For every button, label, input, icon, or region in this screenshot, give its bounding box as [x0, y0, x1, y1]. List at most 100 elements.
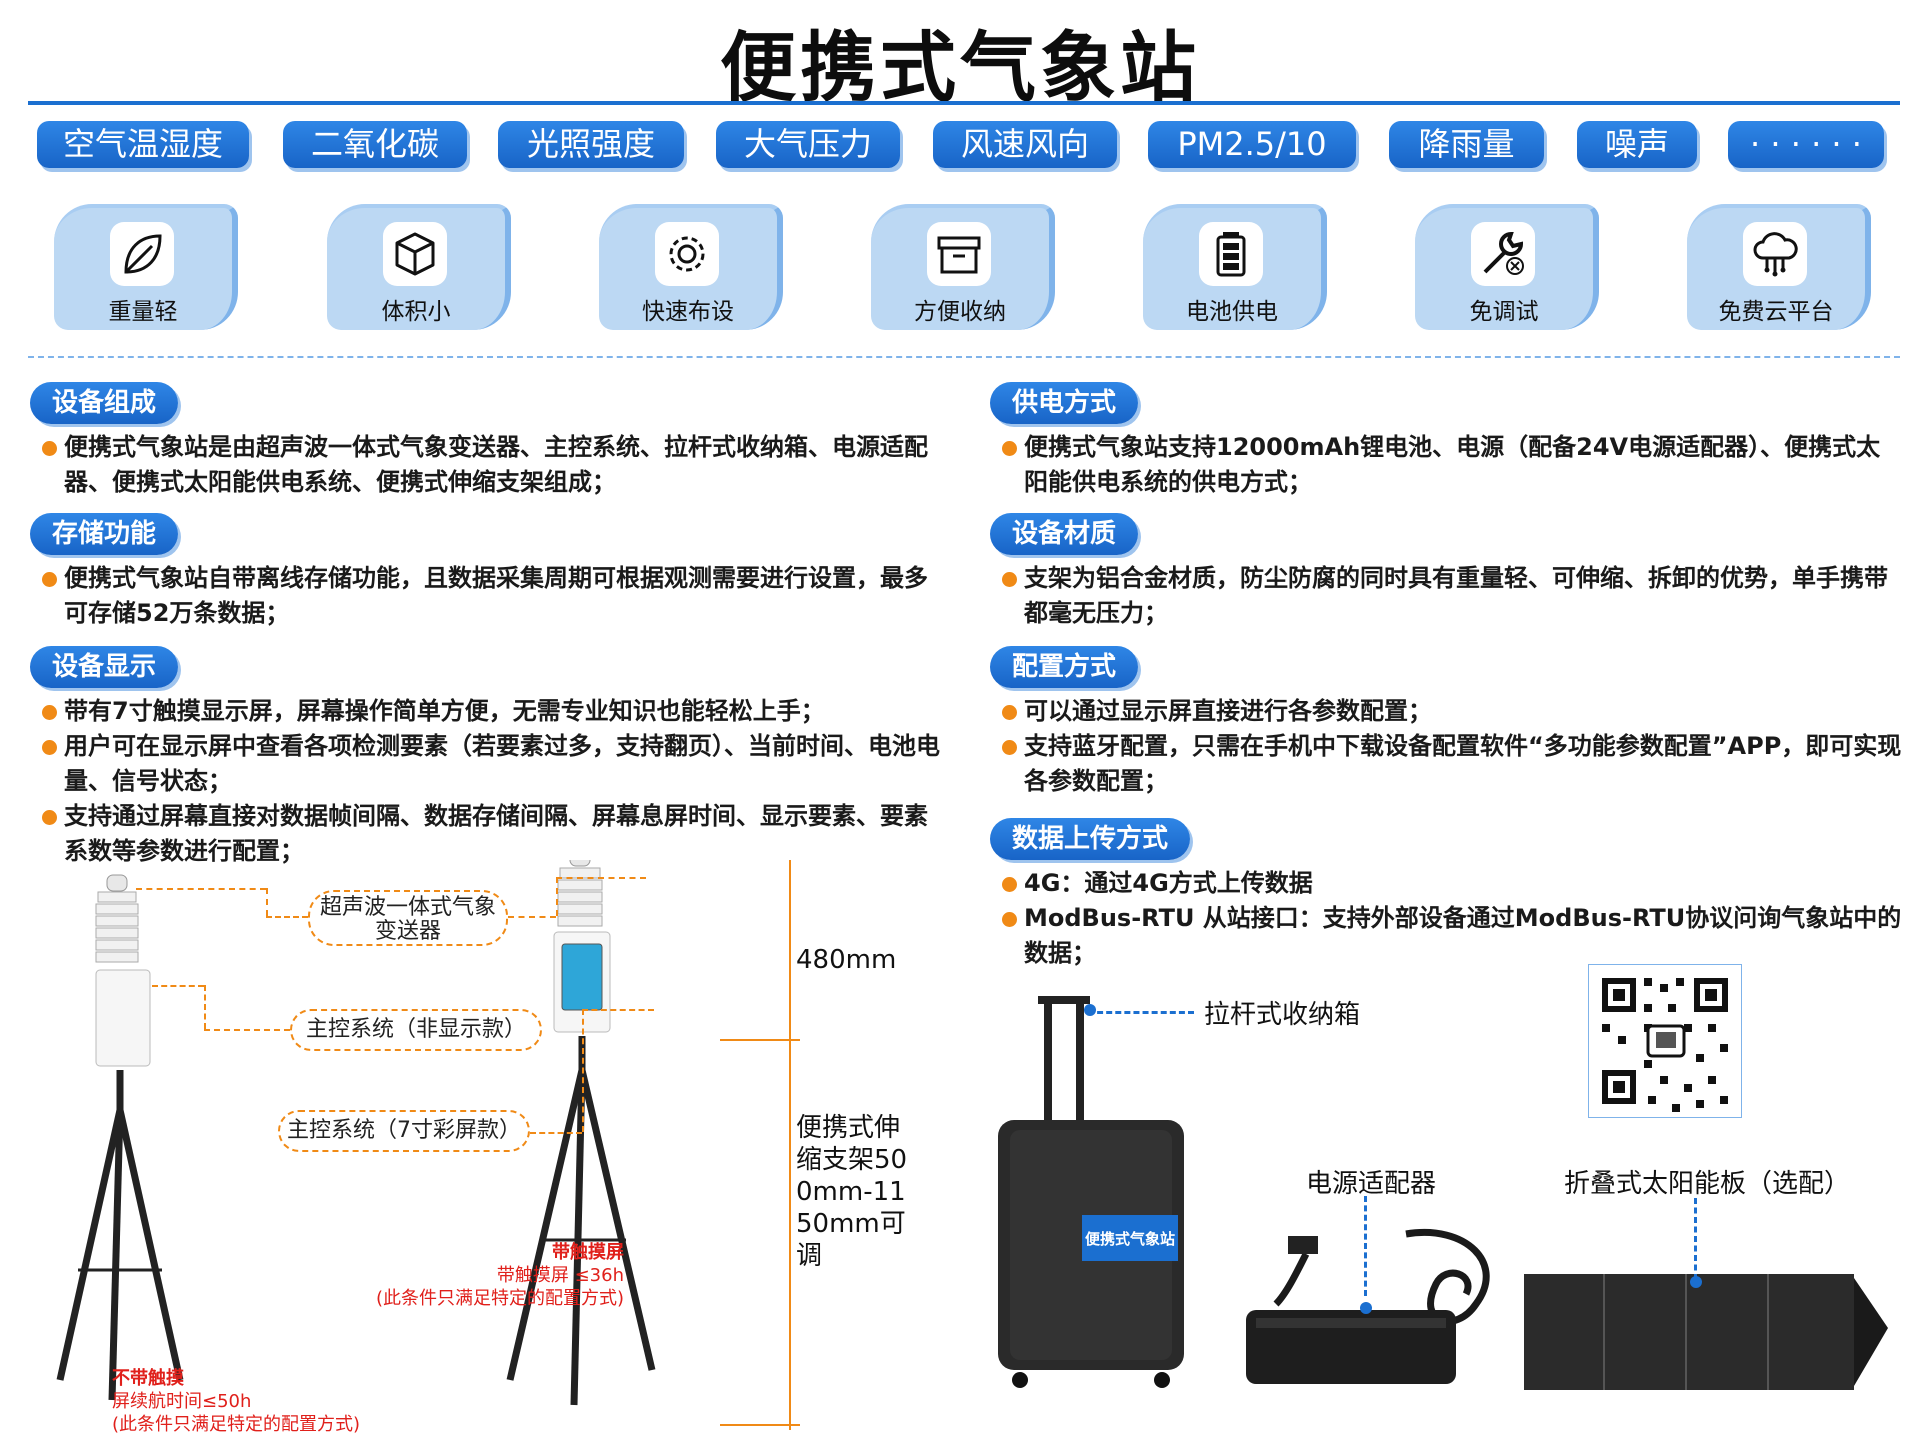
list-item: 带有7寸触摸显示屏，屏幕操作简单方便，无需专业知识也能轻松上手； [42, 694, 942, 729]
list-item: 便携式气象站是由超声波一体式气象变送器、主控系统、拉杆式收纳箱、电源适配器、便携… [42, 430, 942, 500]
param-pill-wind: 风速风向 [933, 121, 1117, 168]
feature-label: 免费云平台 [1718, 299, 1834, 325]
touch-title: 带触摸屏 [552, 1242, 624, 1263]
cloud-icon [1743, 222, 1807, 286]
feature-card-storage: 方便收纳 [871, 204, 1055, 330]
config-list: 可以通过显示屏直接进行各参数配置； 支持蓝牙配置，只需在手机中下载设备配置软件“… [1002, 694, 1902, 799]
connector-line [582, 1009, 654, 1011]
weather-station-diagram [56, 860, 800, 1430]
tag-config: 配置方式 [990, 646, 1139, 688]
solar-label: 折叠式太阳能板（选配） [1564, 1169, 1851, 1199]
connector-line [266, 916, 308, 918]
tag-display: 设备显示 [30, 646, 179, 688]
feature-card-battery: 电池供电 [1143, 204, 1327, 330]
sensor-head-right [557, 860, 603, 927]
param-pill-pressure: 大气压力 [716, 121, 900, 168]
feature-label: 方便收纳 [914, 299, 1006, 325]
tag-power: 供电方式 [990, 382, 1139, 424]
suitcase-label: 拉杆式收纳箱 [1204, 1000, 1361, 1030]
feature-label: 体积小 [381, 299, 451, 325]
feature-card-quick-setup: 快速布设 [599, 204, 783, 330]
leaf-icon [110, 222, 174, 286]
list-item: 支持蓝牙配置，只需在手机中下载设备配置软件“多功能参数配置”APP，即可实现各参… [1002, 729, 1902, 799]
feature-label: 重量轻 [108, 299, 178, 325]
solar-pointer [1694, 1198, 1697, 1280]
feature-label: 快速布设 [642, 299, 734, 325]
tag-material: 设备材质 [990, 513, 1139, 555]
touch-note: (此条件只满足特定的配置方式) [375, 1288, 624, 1309]
adapter-pointer [1364, 1196, 1367, 1296]
upload-list: 4G：通过4G方式上传数据 ModBus-RTU 从站接口：支持外部设备通过Mo… [1002, 866, 1902, 971]
touch-endurance: 带触摸屏 ≤36h [496, 1265, 624, 1286]
connector-line [204, 1029, 290, 1031]
notouch-endurance: 屏续航时间≤50h [112, 1391, 252, 1412]
param-pill-pm: PM2.5/10 [1148, 121, 1356, 168]
feature-card-small: 体积小 [327, 204, 511, 330]
suitcase-image: 便携式气象站 [998, 996, 1184, 1388]
list-item: 可以通过显示屏直接进行各参数配置； [1002, 694, 1902, 729]
param-pill-temp-humidity: 空气温湿度 [37, 121, 249, 168]
notouch-title: 不带触摸 [112, 1368, 184, 1389]
power-list: 便携式气象站支持12000mAh锂电池、电源（配备24V电源适配器）、便携式太阳… [1002, 430, 1902, 500]
list-item: 用户可在显示屏中查看各项检测要素（若要素过多，支持翻页）、当前时间、电池电量、信… [42, 729, 942, 799]
adapter-label: 电源适配器 [1306, 1169, 1437, 1199]
connector-line [582, 1009, 584, 1132]
list-item: 4G：通过4G方式上传数据 [1002, 866, 1902, 901]
feature-card-cloud: 免费云平台 [1687, 204, 1871, 330]
param-pill-rain: 降雨量 [1389, 121, 1544, 168]
param-pill-co2: 二氧化碳 [283, 121, 467, 168]
connector-line [266, 888, 268, 916]
list-item: 支架为铝合金材质，防尘防腐的同时具有重量轻、可伸缩、拆卸的优势，单手携带都毫无压… [1002, 561, 1902, 631]
page-title: 便携式气象站 [720, 23, 1200, 112]
connector-line [204, 985, 206, 1029]
cube-icon [383, 222, 447, 286]
controller-box-left [95, 969, 151, 1067]
connector-line [530, 1132, 582, 1134]
callout-main-nodisplay: 主控系统（非显示款） [290, 1009, 542, 1051]
tripod-range-label: 便携式伸缩支架500mm-1150mm可调 [796, 1113, 908, 1271]
connector-line [136, 888, 266, 890]
tag-storage: 存储功能 [30, 513, 179, 555]
callout-sensor: 超声波一体式气象变送器 [308, 890, 508, 946]
storage-list: 便携式气象站自带离线存储功能，且数据采集周期可根据观测需要进行设置，最多可存储5… [42, 561, 942, 631]
param-pill-noise: 噪声 [1577, 121, 1697, 168]
height-scale [720, 860, 800, 1430]
tripod-left [56, 1070, 184, 1401]
display-list: 带有7寸触摸显示屏，屏幕操作简单方便，无需专业知识也能轻松上手； 用户可在显示屏… [42, 694, 942, 869]
callout-main-display: 主控系统（7寸彩屏款） [278, 1110, 530, 1152]
suitcase-print: 便携式气象站 [1085, 1230, 1175, 1248]
battery-icon [1199, 222, 1263, 286]
list-item: ModBus-RTU 从站接口：支持外部设备通过ModBus-RTU协议问询气象… [1002, 901, 1902, 971]
param-pill-more: · · · · · · [1728, 121, 1884, 168]
height-label: 480mm [796, 945, 897, 975]
sensor-head-left [95, 874, 139, 963]
feature-card-no-debug: 免调试 [1415, 204, 1599, 330]
notouch-note: (此条件只满足特定的配置方式) [112, 1414, 361, 1435]
tripod-right [506, 1036, 656, 1406]
wrench-icon [1471, 222, 1535, 286]
power-adapter-image [1246, 1229, 1490, 1384]
section-divider [28, 356, 1900, 358]
suitcase-pointer [1088, 1011, 1194, 1014]
connector-line [508, 916, 556, 918]
connector-line [152, 985, 204, 987]
title-divider [28, 101, 1900, 105]
gear-icon [655, 222, 719, 286]
feature-label: 电池供电 [1186, 299, 1278, 325]
qr-code [1588, 964, 1742, 1118]
composition-list: 便携式气象站是由超声波一体式气象变送器、主控系统、拉杆式收纳箱、电源适配器、便携… [42, 430, 942, 500]
storage-box-icon [927, 222, 991, 286]
feature-card-light: 重量轻 [54, 204, 238, 330]
connector-line [556, 877, 558, 916]
list-item: 便携式气象站自带离线存储功能，且数据采集周期可根据观测需要进行设置，最多可存储5… [42, 561, 942, 631]
material-list: 支架为铝合金材质，防尘防腐的同时具有重量轻、可伸缩、拆卸的优势，单手携带都毫无压… [1002, 561, 1902, 631]
feature-label: 免调试 [1469, 299, 1539, 325]
list-item: 支持通过屏幕直接对数据帧间隔、数据存储间隔、屏幕息屏时间、显示要素、要素系数等参… [42, 799, 942, 869]
touch-screen [561, 943, 603, 1011]
param-pill-light: 光照强度 [498, 121, 684, 168]
tag-upload: 数据上传方式 [990, 818, 1191, 860]
solar-panel-image [1524, 1274, 1888, 1390]
list-item: 便携式气象站支持12000mAh锂电池、电源（配备24V电源适配器）、便携式太阳… [1002, 430, 1902, 500]
connector-line [556, 877, 646, 879]
tag-composition: 设备组成 [30, 382, 179, 424]
